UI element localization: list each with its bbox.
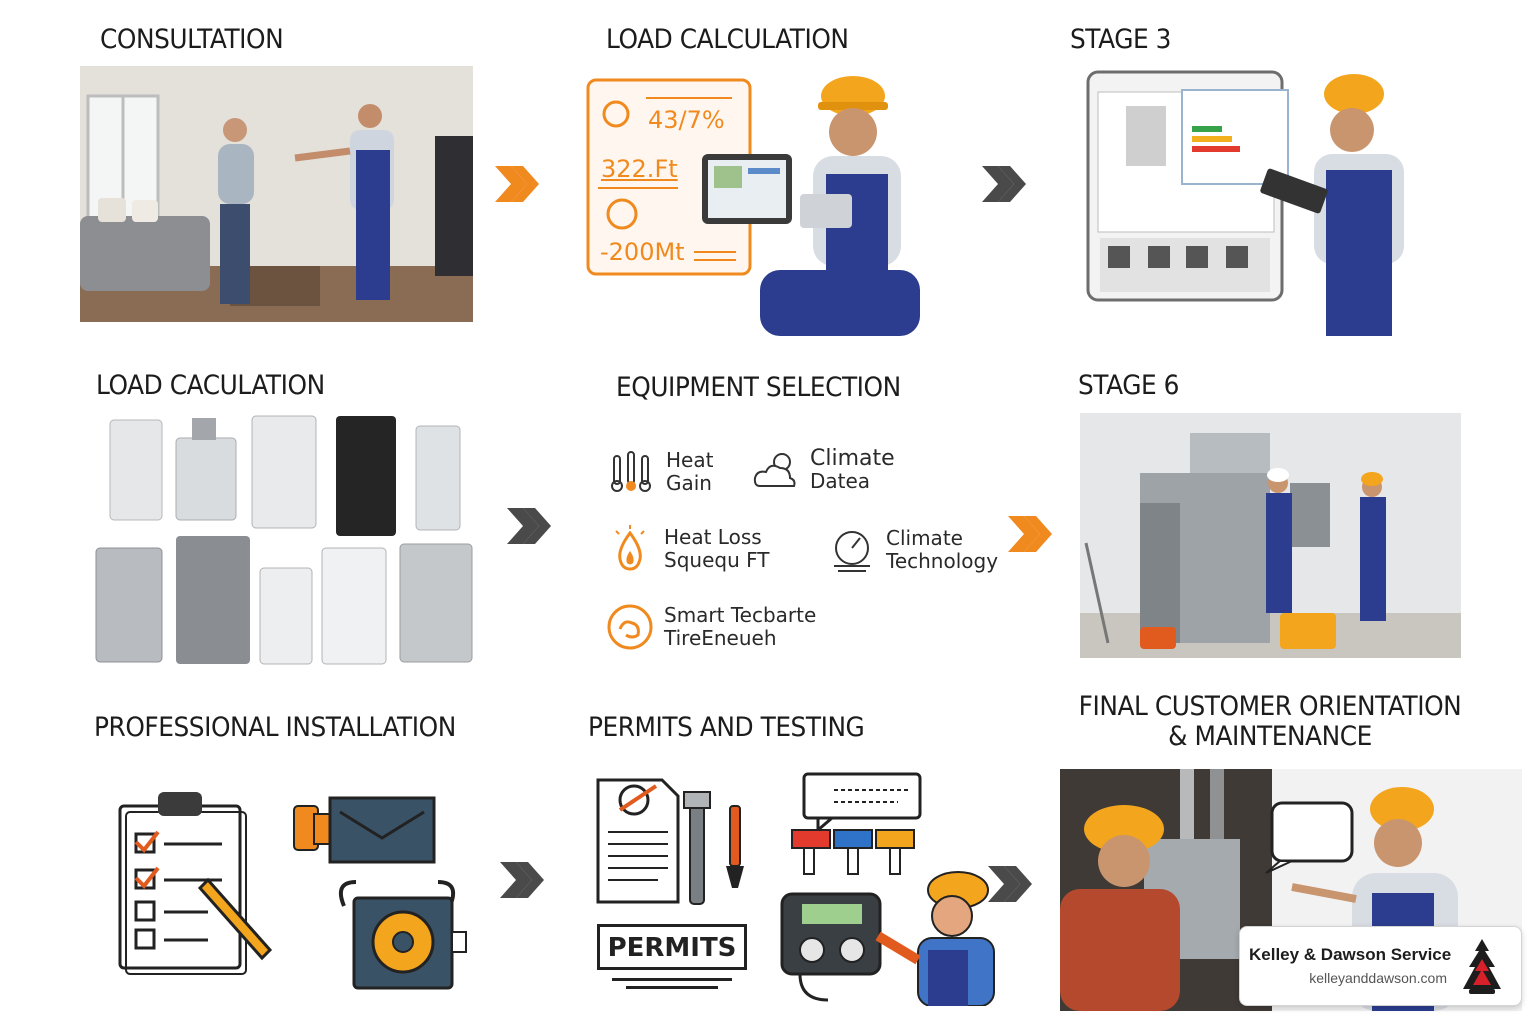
stage-title-load-calculation: LOAD CALCULATION [606,24,849,55]
equipment-item-label: Datea [810,469,871,493]
dark-chevron-icon [498,858,548,902]
technician-with-tablet-illustration [700,74,930,336]
heat-exchanger-icon [290,794,440,868]
flame-drop-icon [606,525,654,573]
clipboard-checklist-icon [112,790,282,976]
thermometer-icon [608,448,656,496]
technician-testing-illustration [778,770,998,1006]
stage-title-load-caculation: LOAD CACULATION [96,370,325,401]
stage-title-6: STAGE 6 [1078,370,1179,401]
permit-documents-icon [594,770,754,910]
readout-load: -200Mt [600,238,685,266]
dark-chevron-icon [505,504,555,548]
permits-sign-label: PERMITS [607,933,737,963]
orange-chevron-icon [493,162,543,206]
stage-6-installation-photo [1080,413,1461,658]
readout-percentage: 43/7% [648,106,725,134]
stage-title-professional-installation: PROFESSIONAL INSTALLATION [94,712,456,743]
equipment-item-label: Heat [666,448,714,472]
stage-title-line: & MAINTENANCE [1168,721,1372,752]
stage-title-permits-and-testing: PERMITS AND TESTING [588,712,865,743]
final-orientation-photo [1060,769,1522,1011]
fan-motor-icon [334,876,470,992]
gauge-icon [828,526,876,574]
stage-title-final-orientation: FINAL CUSTOMER ORIENTATION & MAINTENANCE [1079,692,1462,752]
load-calculation-readout-card [586,78,752,276]
equipment-item-label: Technology [886,549,999,573]
stage-title-equipment-selection: EQUIPMENT SELECTION [616,372,901,403]
dark-chevron-icon [986,862,1036,906]
stage-title-line: FINAL CUSTOMER ORIENTATION [1078,691,1462,722]
equipment-units-illustration [90,412,480,668]
brand-url[interactable]: kelleyanddawson.com [1309,970,1447,986]
consultation-photo [80,66,473,322]
cloud-sun-icon [752,446,800,494]
stage-3-dashboard-illustration [1086,70,1442,336]
equipment-item-label: Heat Loss [664,525,762,549]
equipment-item-label: Gain [666,471,712,495]
equipment-item-label: Squequ FT [664,548,770,572]
brand-card[interactable]: Kelley & Dawson Service kelleyanddawson.… [1239,926,1522,1006]
equipment-item-label: Climate [886,526,963,550]
divider [626,986,718,989]
readout-area: 322.Ft [601,155,678,183]
smart-tech-icon [606,603,654,651]
brand-logo-icon [1453,937,1511,997]
orange-chevron-icon [1006,512,1056,556]
dark-chevron-icon [980,162,1030,206]
equipment-item-label: TireEneueh [664,626,777,650]
equipment-item-label: Climate [810,446,895,471]
brand-name: Kelley & Dawson Service [1249,945,1452,964]
equipment-item-label: Smart Tecbarte [664,603,817,627]
permits-sign: PERMITS [597,924,747,970]
stage-title-consultation: CONSULTATION [100,24,284,55]
stage-title-3: STAGE 3 [1070,24,1171,55]
divider [612,978,732,981]
